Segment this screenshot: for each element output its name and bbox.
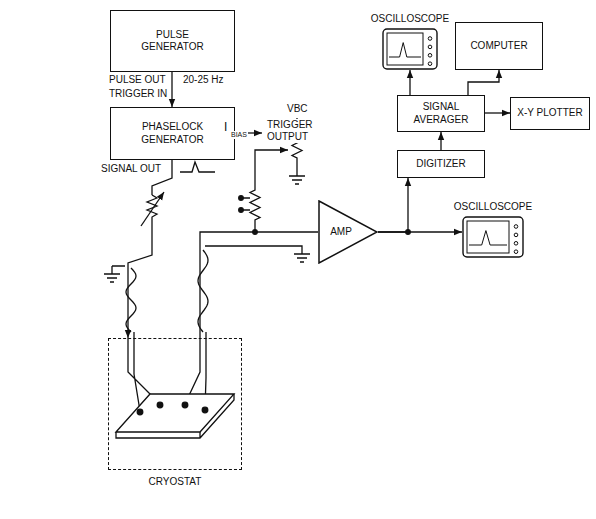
terminal-dot (239, 196, 244, 201)
signal-label: TRIGGER OUTPUT (266, 119, 316, 143)
attenuator-arrow (141, 192, 164, 226)
node-label: SIGNAL AVERAGER (406, 101, 476, 126)
oscilloscope: OSCILLOSCOPE (462, 216, 524, 258)
amplifier-triangle: AMP (318, 200, 378, 264)
signal-label: I (223, 120, 228, 134)
scope-knob (428, 37, 432, 41)
signal-connector (468, 70, 499, 95)
pulse-generator-box: PULSE GENERATOR (110, 10, 235, 72)
signal-label: TRIGGER IN (108, 88, 168, 100)
signal-label: BIAS (230, 131, 248, 139)
attenuator-symbol (147, 195, 157, 221)
scope-screen (387, 33, 423, 65)
signal-connector (200, 232, 318, 338)
twisted-pair (126, 250, 208, 332)
oscilloscope-icon (462, 216, 524, 258)
bias-tap-wire (243, 198, 250, 210)
junction-dot (406, 230, 411, 235)
scope-trace (389, 43, 421, 57)
computer-box: COMPUTER (455, 22, 543, 70)
digitizer-box: DIGITIZER (397, 150, 485, 178)
signal-label: SIGNAL OUT (100, 163, 162, 175)
node-label: PHASELOCK GENERATOR (133, 121, 213, 146)
sample-slab-edge (116, 394, 234, 438)
sample-slab (116, 394, 234, 432)
terminal-dot (239, 208, 244, 213)
node-label: PULSE GENERATOR (138, 29, 208, 54)
twisted-wire (126, 268, 136, 332)
bias-resistor (250, 150, 288, 232)
ground-symbol (289, 176, 305, 184)
contact-dot (157, 402, 163, 408)
signal-connector (171, 72, 172, 107)
contact-dot (137, 409, 143, 415)
node-label: CRYOSTAT (149, 476, 202, 489)
amplifier-triangle (319, 201, 377, 263)
node-label: COMPUTER (470, 40, 527, 53)
node-label: OSCILLOSCOPE (454, 201, 532, 214)
scope-knob (514, 225, 518, 229)
contact-dot (182, 402, 188, 408)
node-label: OSCILLOSCOPE (371, 13, 449, 26)
signal-connector (485, 112, 510, 113)
scope-knob (428, 62, 432, 66)
twisted-wire (198, 250, 208, 332)
plotter-box: X-Y PLOTTER (510, 97, 590, 130)
oscilloscope-icon (382, 28, 438, 70)
cryostat-enclosure: CRYOSTAT (108, 338, 242, 470)
signal-label: 20-25 Hz (182, 74, 225, 86)
pulse-symbol (180, 162, 215, 172)
node-label: X-Y PLOTTER (517, 107, 582, 120)
node-label: DIGITIZER (416, 158, 465, 171)
oscilloscope: OSCILLOSCOPE (382, 28, 438, 70)
signal-label: PULSE OUT (108, 74, 167, 86)
node-label: AMP (330, 226, 352, 239)
scope-knob (514, 233, 518, 237)
scope-knob (514, 250, 518, 254)
signal-connector (378, 231, 462, 232)
signal-connector (409, 70, 410, 95)
ground-symbol (294, 254, 310, 262)
shield-wire (205, 246, 302, 254)
scope-knob (514, 242, 518, 246)
phaselock-generator-box: PHASELOCK GENERATOR (110, 107, 235, 160)
scope-case (463, 217, 523, 257)
junction-dot (253, 230, 258, 235)
scope-case (383, 29, 437, 69)
scope-screen (467, 221, 509, 253)
contact-dot (202, 407, 208, 413)
signal-label: VBC (286, 103, 309, 115)
signal-connector (378, 178, 408, 232)
signal-connector (440, 132, 441, 150)
ground-symbol (104, 266, 125, 282)
scope-trace (469, 231, 507, 245)
scope-knob (428, 54, 432, 58)
scope-knob (428, 45, 432, 49)
signal-averager-box: SIGNAL AVERAGER (397, 95, 485, 132)
